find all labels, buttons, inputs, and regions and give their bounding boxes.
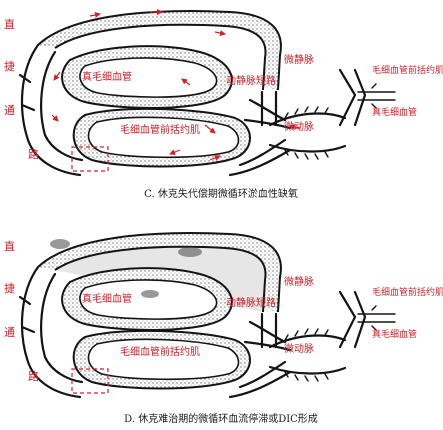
panel-c-caption: C. 休克失代偿期微循环淤血性缺氧 — [144, 187, 298, 200]
panel-d-av-shunt-label: 动静脉短路 — [226, 296, 276, 309]
panel-d-sphincter-highlight-box — [71, 368, 109, 394]
panel-c-inset-capillary-label: 真毛细血管 — [372, 106, 417, 118]
panel-c-vessel-network — [18, 10, 347, 177]
panel-d-caption: D. 休克难治期的微循环血流停滞或DIC形成 — [124, 412, 318, 425]
panel-c-side-char-3: 通 — [4, 104, 15, 117]
panel-d-true-capillary-label: 真毛细血管 — [82, 292, 132, 305]
panel-c-side-label: 直 捷 通 路 — [4, 17, 39, 161]
panel-c-arteriole-label: 微动脉 — [284, 120, 314, 133]
panel-c-side-char-4: 路 — [28, 148, 39, 161]
panel-c-sphincter-highlight-box — [71, 146, 109, 172]
panel-c-venule-label: 微静脉 — [284, 53, 314, 66]
panel-d-venule-label: 微静脉 — [284, 275, 314, 288]
panel-d-precap-sphincter-label: 毛细血管前括约肌 — [120, 345, 200, 358]
panel-d-side-char-2: 捷 — [4, 281, 15, 295]
panel-d-side-char-1: 直 — [4, 239, 15, 253]
panel-c-true-capillary-label: 真毛细血管 — [82, 70, 132, 83]
panel-c-flow-arrows — [51, 9, 301, 161]
panel-c-side-char-2: 捷 — [4, 59, 15, 73]
panel-c: 直 捷 通 路 真毛细血管 动静脉短路 毛细血管前括约肌 微静脉 微动脉 毛细血… — [4, 9, 443, 200]
panel-d-inset: 毛细血管前括约肌 真毛细血管 — [338, 286, 443, 349]
panel-d-side-label: 直 捷 通 路 — [4, 239, 39, 383]
panel-c-inset: 毛细血管前括约肌 真毛细血管 — [338, 64, 443, 127]
panel-d-side-char-3: 通 — [4, 326, 15, 339]
panel-c-precap-sphincter-label: 毛细血管前括约肌 — [120, 123, 200, 136]
panel-d-arteriole-label: 微动脉 — [284, 342, 314, 355]
panel-d-inset-capillary-label: 真毛细血管 — [372, 328, 417, 340]
panel-d: 直 捷 通 路 真毛细血管 动静脉短路 毛细血管前括约肌 微静脉 微动脉 毛细血… — [4, 232, 443, 425]
panel-d-vessel-network — [18, 232, 347, 399]
panel-c-inset-sphincter-label: 毛细血管前括约肌 — [372, 64, 443, 76]
panel-d-side-char-4: 路 — [28, 370, 39, 383]
panel-c-av-shunt-label: 动静脉短路 — [226, 74, 276, 87]
panel-d-inset-sphincter-label: 毛细血管前括约肌 — [372, 286, 443, 298]
panel-c-side-char-1: 直 — [4, 17, 15, 31]
